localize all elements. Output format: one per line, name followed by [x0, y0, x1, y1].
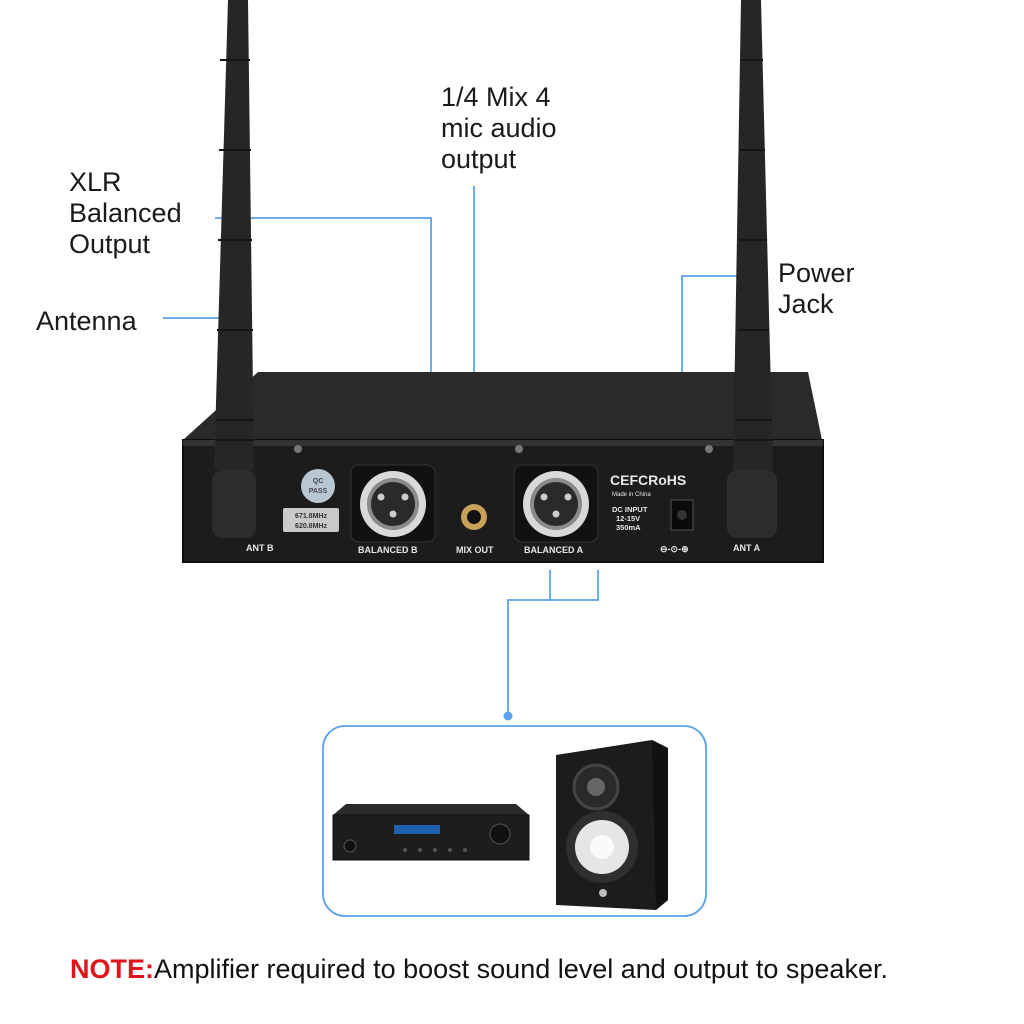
pass-text: PASS [309, 488, 328, 495]
screw-icon [705, 445, 713, 453]
xlr-label-line-1: XLR [69, 167, 122, 197]
qc-text: QC [313, 478, 324, 485]
amplifier-image [332, 804, 530, 861]
ant-a-label: ANT A [733, 543, 761, 553]
output-callout-dot [503, 711, 513, 721]
mix-label-line-2: mic audio [441, 113, 557, 143]
receiver-back-panel [182, 439, 824, 563]
certification-marks: CEFCRoHS [610, 472, 686, 488]
polarity-icon: ⊖-⊙-⊕ [660, 544, 689, 554]
receiver-top [183, 372, 822, 440]
balanced-a-label: BALANCED A [524, 545, 584, 555]
mix-label-line-1: 1/4 Mix 4 [441, 82, 551, 112]
balanced-b-label: BALANCED B [358, 545, 418, 555]
qc-pass-sticker [301, 469, 335, 503]
note-key: NOTE: [70, 954, 154, 984]
power-label-line-2: Jack [778, 289, 834, 319]
made-in-china-text: Made in China [612, 492, 651, 498]
antenna-label: Antenna [36, 306, 137, 336]
note-text: Amplifier required to boost sound level … [154, 954, 888, 984]
screw-icon [294, 445, 302, 453]
dc-input-text: DC INPUT [612, 505, 648, 514]
screw-icon [515, 445, 523, 453]
xlr-balanced-output-label: XLR Balanced Output [69, 167, 182, 260]
mix-output-label: 1/4 Mix 4 mic audio output [441, 82, 557, 175]
freq-text-2: 620.8MHz [295, 523, 327, 530]
mix-label-line-3: output [441, 144, 517, 174]
frequency-label [283, 508, 339, 532]
dc-current-text: 350mA [616, 523, 641, 532]
receiver: QC PASS 671.8MHz 620.8MHz CEFCRoHS Made … [182, 372, 824, 563]
freq-text-1: 671.8MHz [295, 513, 327, 520]
mix-out-label: MIX OUT [456, 545, 494, 555]
output-bracket-line [549, 570, 599, 601]
power-label-line-1: Power [778, 258, 855, 288]
output-connector-line [507, 599, 550, 715]
xlr-label-line-2: Balanced [69, 198, 182, 228]
antenna-left [212, 0, 256, 538]
power-jack-label: Power Jack [778, 258, 855, 320]
equipment-frame [322, 725, 707, 917]
antenna-right [727, 0, 777, 538]
xlr-label-line-3: Output [69, 229, 151, 259]
ant-b-label: ANT B [246, 543, 274, 553]
dc-voltage-text: 12-15V [616, 514, 640, 523]
note: NOTE:Amplifier required to boost sound l… [70, 954, 888, 985]
speaker-image [556, 740, 668, 910]
